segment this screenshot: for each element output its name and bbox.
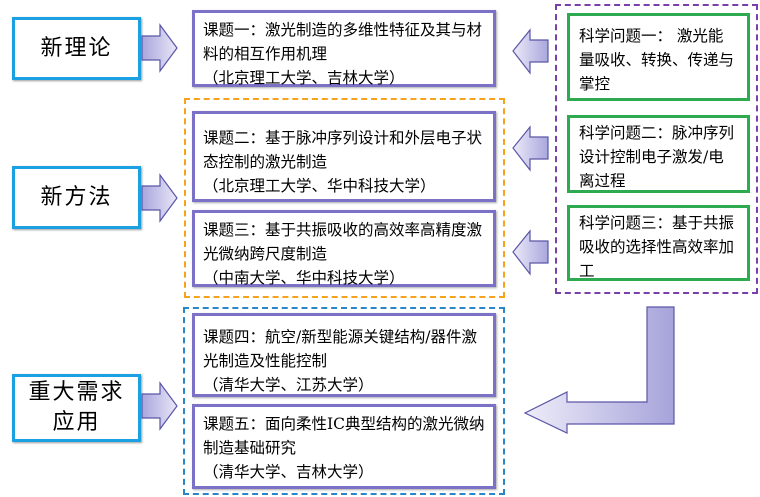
- left-arrow-icon: [512, 125, 549, 172]
- topic-1: 课题一：激光制造的多维性特征及其与材料的相互作用机理 （北京理工大学、吉林大学）: [192, 10, 496, 87]
- science-question-text: 科学问题二：脉冲序列设计控制电子激发/电离过程: [579, 124, 735, 190]
- category-new-theory: 新理论: [12, 17, 141, 80]
- science-question-3: 科学问题三：基于共振吸收的选择性高效率加工: [567, 205, 750, 281]
- science-questions-frame: [555, 4, 758, 294]
- science-question-text: 科学问题一： 激光能量吸收、转换、传递与掌控: [579, 27, 735, 93]
- category-new-method: 新方法: [12, 166, 141, 229]
- topic-title: 课题四：航空/新型能源关键结构/器件激光制造及性能控制: [203, 328, 477, 370]
- category-major-application: 重大需求 应用: [12, 374, 141, 442]
- topic-5: 课题五：面向柔性IC典型结构的激光微纳制造基础研究 （清华大学、吉林大学）: [192, 404, 496, 489]
- science-question-text: 科学问题三：基于共振吸收的选择性高效率加工: [579, 214, 735, 280]
- category-label-line2: 应用: [52, 410, 101, 435]
- category-label-line1: 重大需求: [28, 380, 125, 405]
- right-arrow-icon: [141, 381, 178, 431]
- topic-title: 课题五：面向柔性IC典型结构的激光微纳制造基础研究: [203, 415, 485, 457]
- topic-3: 课题三：基于共振吸收的高效率高精度激光微纳跨尺度制造 （中南大学、华中科技大学）: [192, 210, 496, 287]
- right-arrow-icon: [141, 173, 178, 223]
- left-arrow-icon: [512, 28, 549, 75]
- topic-title: 课题二：基于脉冲序列设计和外层电子状态控制的激光制造: [203, 129, 483, 171]
- topic-institutions: （北京理工大学、吉林大学）: [203, 69, 405, 87]
- category-label: 新理论: [40, 35, 113, 61]
- topic-2: 课题二：基于脉冲序列设计和外层电子状态控制的激光制造 （北京理工大学、华中科技大…: [192, 111, 496, 202]
- topic-institutions: （清华大学、江苏大学）: [203, 376, 374, 394]
- bent-arrow-icon: [523, 306, 675, 434]
- application-group-frame: [183, 307, 505, 495]
- science-question-1: 科学问题一： 激光能量吸收、转换、传递与掌控: [567, 13, 750, 101]
- science-question-2: 科学问题二：脉冲序列设计控制电子激发/电离过程: [567, 115, 750, 193]
- topic-institutions: （北京理工大学、华中科技大学）: [203, 177, 436, 195]
- right-arrow-icon: [141, 23, 178, 73]
- left-arrow-icon: [512, 229, 549, 276]
- category-label: 新方法: [40, 184, 113, 210]
- topic-title: 课题三：基于共振吸收的高效率高精度激光微纳跨尺度制造: [203, 221, 483, 263]
- topic-4: 课题四：航空/新型能源关键结构/器件激光制造及性能控制 （清华大学、江苏大学）: [192, 313, 496, 397]
- topic-institutions: （中南大学、华中科技大学）: [203, 269, 405, 287]
- new-method-group-frame: [184, 98, 505, 298]
- topic-title: 课题一：激光制造的多维性特征及其与材料的相互作用机理: [203, 21, 483, 63]
- topic-institutions: （清华大学、吉林大学）: [203, 463, 374, 481]
